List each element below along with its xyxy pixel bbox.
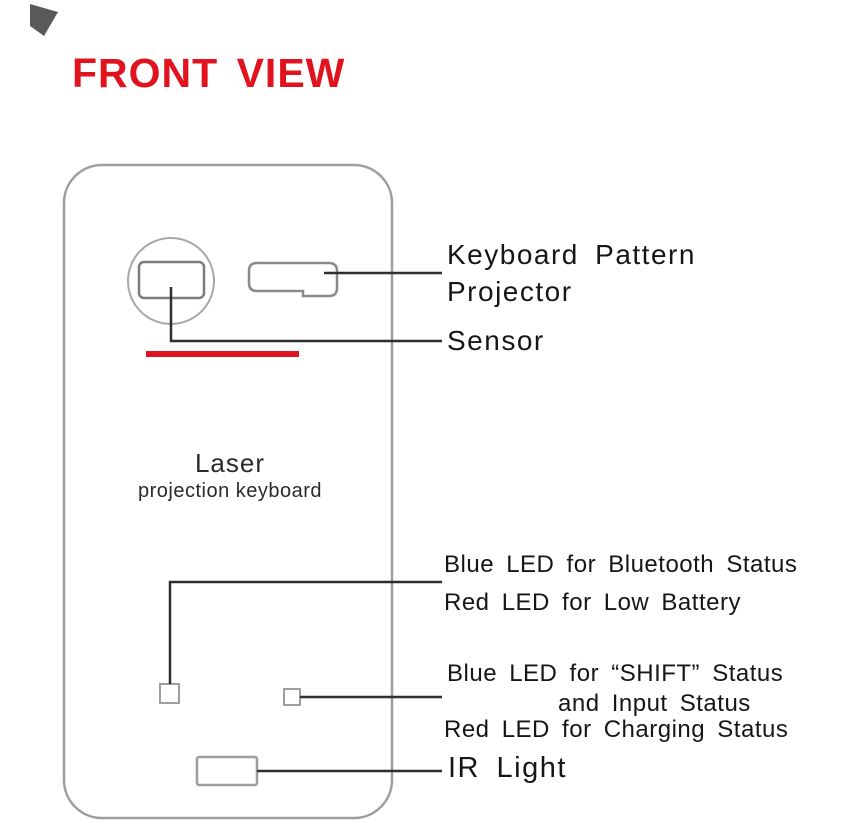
- charging-led-label: Red LED for Charging Status: [444, 716, 789, 743]
- low-battery-led-label: Red LED for Low Battery: [444, 589, 741, 616]
- shift-led-label-line2: and Input Status: [558, 690, 751, 717]
- bluetooth-led-label: Blue LED for Bluetooth Status: [444, 551, 798, 578]
- projector-window: [247, 261, 339, 298]
- projector-label-line2: Projector: [447, 276, 573, 307]
- ir-light-label: IR Light: [448, 752, 567, 784]
- device-subname-label: projection keyboard: [137, 480, 323, 502]
- bt-led-callout-line: [168, 580, 442, 684]
- page-title: FRONT VIEW: [72, 50, 346, 96]
- device-body-outline: [62, 163, 394, 820]
- ir-light-window: [195, 755, 259, 787]
- sensor-label: Sensor: [447, 325, 545, 356]
- sensor-callout-line: [169, 287, 442, 343]
- device-name-label: Laser: [194, 448, 266, 478]
- corner-mark: [30, 4, 58, 36]
- shift-led: [283, 688, 301, 706]
- bluetooth-led: [159, 683, 180, 704]
- shift-led-label-line1: Blue LED for “SHIFT” Status: [447, 660, 784, 687]
- projector-label-line1: Keyboard Pattern: [447, 239, 696, 270]
